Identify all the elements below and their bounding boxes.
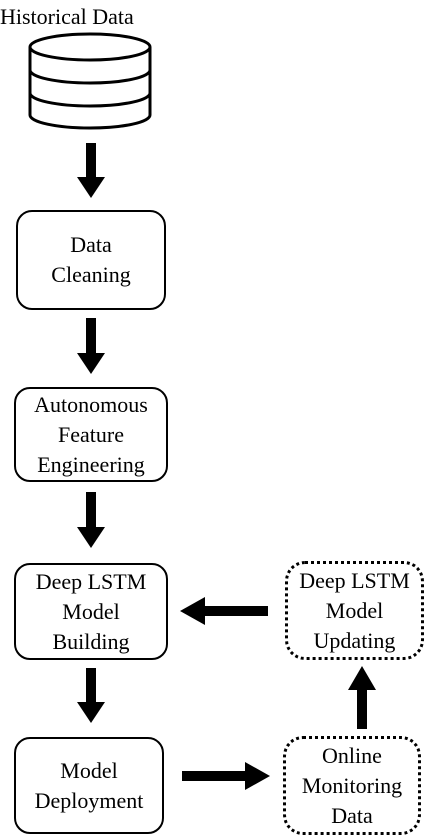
arrow-down-2 xyxy=(77,318,105,374)
model-deployment-box: Model Deployment xyxy=(14,737,164,834)
arrow-right xyxy=(182,762,270,790)
feature-engineering-line-1: Autonomous xyxy=(34,391,148,417)
data-cleaning-line-1: Data xyxy=(70,232,112,257)
model-building-box: Deep LSTM Model Building xyxy=(14,563,168,660)
online-monitoring-box: Online Monitoring Data xyxy=(283,736,421,835)
model-updating-line-2: Model xyxy=(325,597,384,623)
model-building-line-1: Deep LSTM xyxy=(35,568,147,594)
online-monitoring-line-1: Online xyxy=(322,742,382,768)
online-monitoring-line-2: Monitoring xyxy=(301,772,403,798)
historical-data-label: Historical Data xyxy=(0,4,134,29)
feature-engineering-line-3: Engineering xyxy=(37,451,145,477)
feature-engineering-line-2: Feature xyxy=(58,421,124,447)
data-cleaning-line-2: Cleaning xyxy=(51,262,131,287)
arrow-down-4 xyxy=(77,668,105,723)
arrow-up xyxy=(348,666,376,729)
feature-engineering-box: Autonomous Feature Engineering xyxy=(14,387,168,482)
model-updating-line-3: Updating xyxy=(313,627,396,653)
arrow-down-3 xyxy=(77,492,105,548)
model-deployment-line-1: Model xyxy=(60,757,118,783)
model-updating-box: Deep LSTM Model Updating xyxy=(285,561,424,660)
model-deployment-line-2: Deployment xyxy=(34,787,144,813)
arrow-down-1 xyxy=(77,143,105,198)
model-updating-line-1: Deep LSTM xyxy=(299,567,410,593)
online-monitoring-line-3: Data xyxy=(331,802,373,828)
arrow-left xyxy=(180,597,268,625)
model-building-line-3: Building xyxy=(52,628,130,654)
model-building-line-2: Model xyxy=(62,598,120,624)
database-icon xyxy=(28,32,152,130)
data-cleaning-box: Data Cleaning xyxy=(16,210,166,310)
